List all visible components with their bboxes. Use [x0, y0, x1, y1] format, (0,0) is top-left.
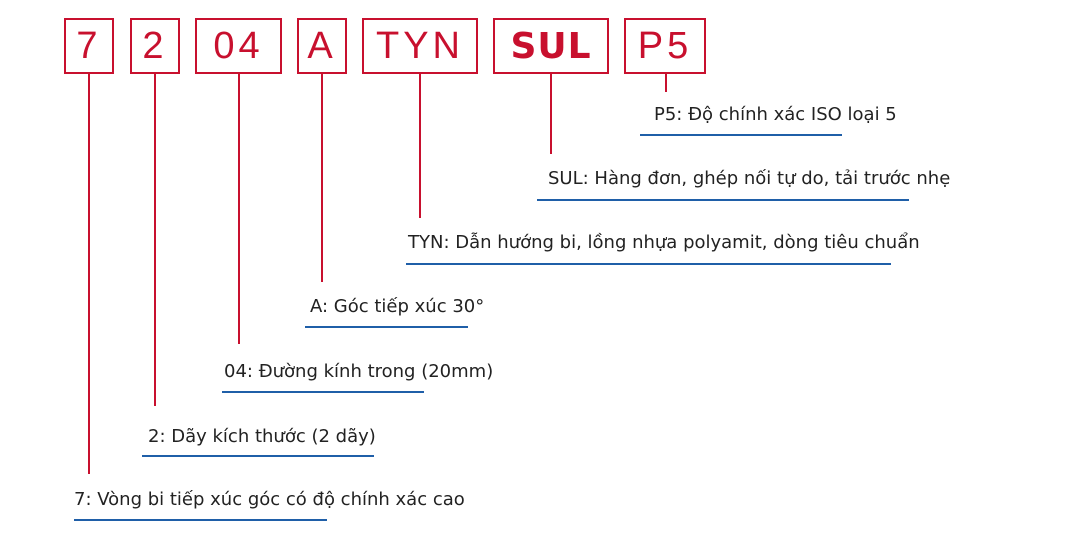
connector-p5 — [665, 74, 667, 92]
connector-04 — [238, 74, 240, 344]
code-box-a: A — [297, 18, 347, 74]
desc-sul: SUL: Hàng đơn, ghép nối tự do, tải trước… — [548, 168, 951, 189]
code-box-2: 2 — [130, 18, 180, 74]
connector-2 — [154, 74, 156, 406]
connector-sul — [550, 74, 552, 154]
code-box-sul: SUL — [493, 18, 609, 74]
underline-a — [305, 326, 468, 328]
code-box-p5: P5 — [624, 18, 706, 74]
desc-a: A: Góc tiếp xúc 30° — [310, 296, 485, 317]
code-box-7: 7 — [64, 18, 114, 74]
underline-2 — [142, 455, 374, 457]
code-box-tyn: TYN — [362, 18, 478, 74]
underline-7 — [74, 519, 327, 521]
desc-04: 04: Đường kính trong (20mm) — [224, 361, 494, 382]
desc-2: 2: Dãy kích thước (2 dãy) — [148, 426, 376, 447]
desc-p5: P5: Độ chính xác ISO loại 5 — [654, 104, 897, 125]
underline-sul — [537, 199, 909, 201]
underline-tyn — [406, 263, 891, 265]
connector-a — [321, 74, 323, 282]
connector-7 — [88, 74, 90, 474]
desc-7: 7: Vòng bi tiếp xúc góc có độ chính xác … — [74, 489, 465, 510]
code-box-04: 04 — [195, 18, 282, 74]
connector-tyn — [419, 74, 421, 218]
desc-tyn: TYN: Dẫn hướng bi, lồng nhựa polyamit, d… — [408, 232, 920, 253]
underline-p5 — [640, 134, 842, 136]
underline-04 — [222, 391, 424, 393]
